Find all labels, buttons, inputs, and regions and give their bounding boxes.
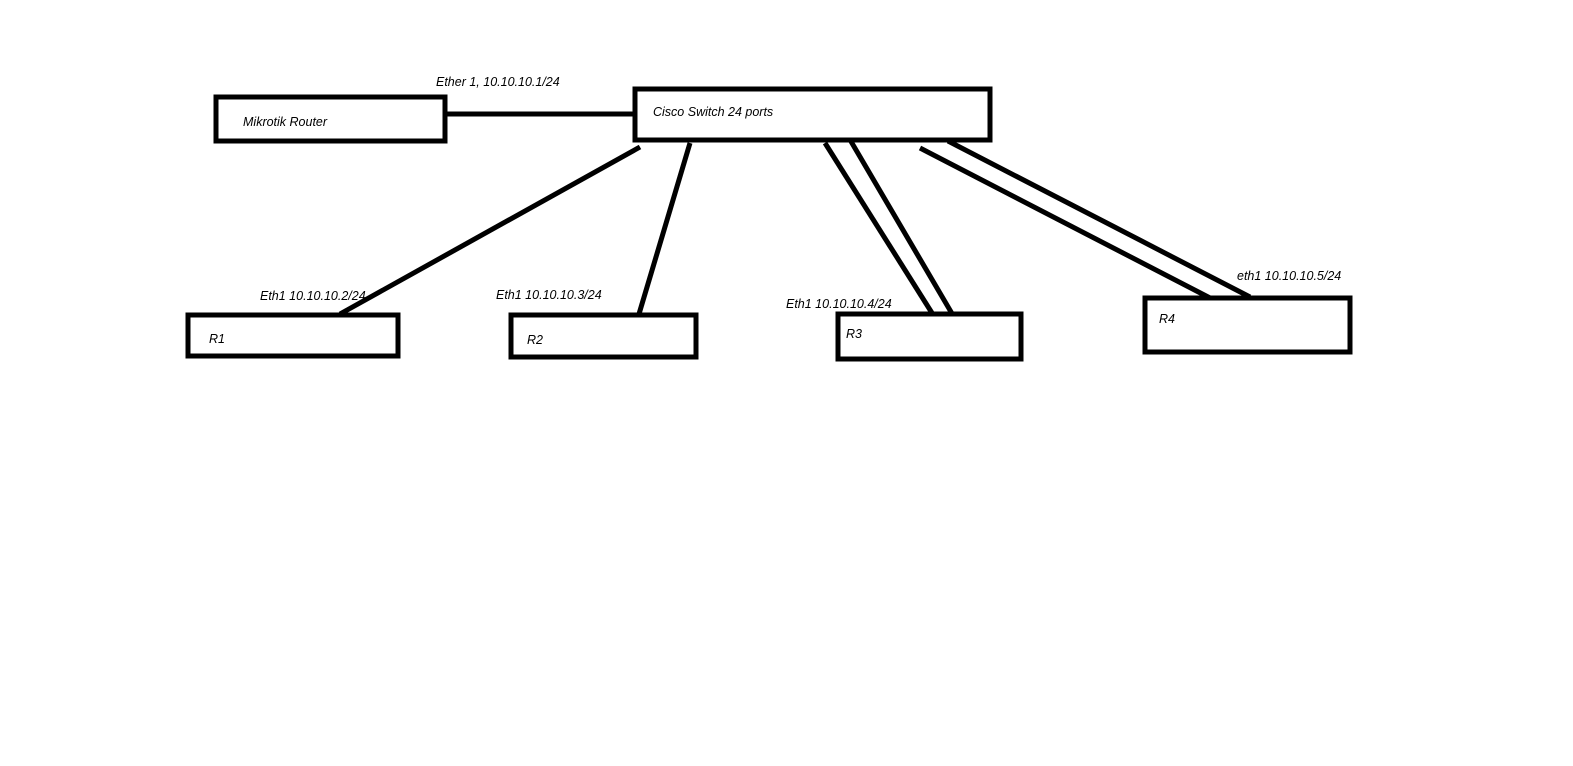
link-switch-r3-a (822, 141, 935, 315)
link-switch-r1 (338, 144, 642, 317)
r1-label: R1 (209, 332, 225, 346)
r4-node (1142, 295, 1353, 355)
r3-node (835, 311, 1024, 362)
link-switch-r3-b (846, 136, 957, 319)
router-node (213, 94, 448, 144)
r2-link-label: Eth1 10.10.10.3/24 (496, 288, 602, 302)
r1-node (185, 312, 401, 359)
switch-label: Cisco Switch 24 ports (653, 105, 773, 119)
r4-label: R4 (1159, 312, 1175, 326)
router-label: Mikrotik Router (243, 115, 328, 129)
switch-node (632, 86, 993, 143)
r2-label: R2 (527, 333, 543, 347)
link-switch-r4-a (918, 145, 1214, 302)
link-switch-r2 (636, 142, 693, 315)
r1-link-label: Eth1 10.10.10.2/24 (260, 289, 366, 303)
r4-link-label: eth1 10.10.10.5/24 (1237, 269, 1341, 283)
link-switch-r4-b (946, 138, 1252, 300)
r3-link-label: Eth1 10.10.10.4/24 (786, 297, 892, 311)
r3-label: R3 (846, 327, 862, 341)
r2-node (508, 312, 699, 360)
router-switch-link-label: Ether 1, 10.10.10.1/24 (436, 75, 560, 89)
